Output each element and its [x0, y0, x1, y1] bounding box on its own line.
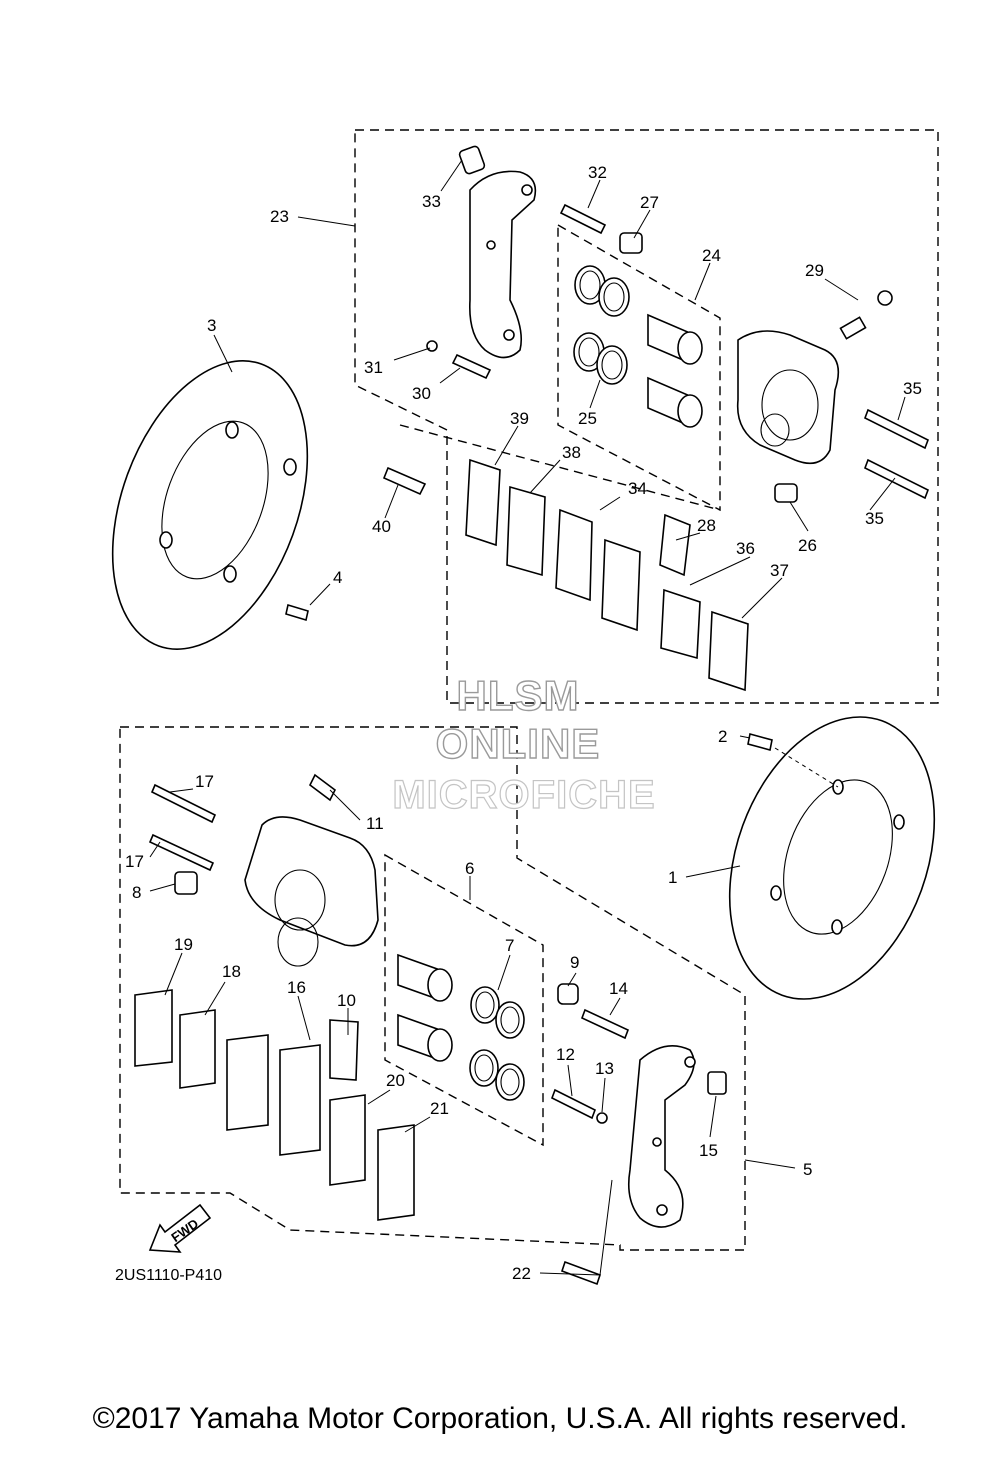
- hardware: [148, 203, 930, 1286]
- callout-8: 8: [132, 883, 141, 902]
- callout-38: 38: [562, 443, 581, 462]
- callout-15: 15: [699, 1141, 718, 1160]
- fwd-arrow-icon: FWD: [148, 1203, 212, 1253]
- callout-1: 1: [668, 868, 677, 887]
- callout-34: 34: [628, 479, 647, 498]
- callout-24: 24: [702, 246, 721, 265]
- brake-disc-lower: [728, 716, 936, 1000]
- watermark-line2: ONLINE: [436, 720, 601, 767]
- callout-26: 26: [798, 536, 817, 555]
- callout-32: 32: [588, 163, 607, 182]
- callout-12: 12: [556, 1045, 575, 1064]
- callout-14: 14: [609, 979, 628, 998]
- callout-28: 28: [697, 516, 716, 535]
- callout-29: 29: [805, 261, 824, 280]
- callout-19: 19: [174, 935, 193, 954]
- callout-37: 37: [770, 561, 789, 580]
- callout-10: 10: [337, 991, 356, 1010]
- callout-17a: 17: [195, 772, 214, 791]
- callout-35a: 35: [903, 379, 922, 398]
- callout-25: 25: [578, 409, 597, 428]
- pads-lower: [134, 989, 415, 1221]
- callout-18: 18: [222, 962, 241, 981]
- callout-30: 30: [412, 384, 431, 403]
- leader-lines: [149, 159, 906, 1276]
- callout-40: 40: [372, 517, 391, 536]
- callout-23: 23: [270, 207, 289, 226]
- caliper-body-upper: [736, 290, 893, 465]
- group-outlines: [119, 129, 939, 1251]
- callout-13: 13: [595, 1059, 614, 1078]
- caliper-bracket-upper: [458, 145, 537, 359]
- caliper-body-lower: [244, 816, 379, 967]
- watermark-line1: HLSM: [457, 672, 580, 719]
- callout-3: 3: [207, 316, 216, 335]
- callout-9: 9: [570, 953, 579, 972]
- pistons-lower: [397, 953, 453, 1062]
- callout-labels: 1 2 3 4 5 6 7 8 9 10 11 12 13 14 15 16 1…: [125, 163, 922, 1283]
- callout-33: 33: [422, 192, 441, 211]
- callout-4: 4: [333, 568, 342, 587]
- callout-2: 2: [718, 727, 727, 746]
- callout-21: 21: [430, 1099, 449, 1118]
- callout-11: 11: [366, 814, 384, 833]
- callout-35b: 35: [865, 509, 884, 528]
- caliper-bracket-lower: [627, 1044, 727, 1228]
- pistons-upper: [647, 313, 703, 428]
- copyright-notice: ©2017 Yamaha Motor Corporation, U.S.A. A…: [92, 1402, 908, 1435]
- callout-17b: 17: [125, 852, 144, 871]
- callout-39: 39: [510, 409, 529, 428]
- callout-6: 6: [465, 859, 474, 878]
- callout-22: 22: [512, 1264, 531, 1283]
- watermark: HLSM ONLINE MICROFICHE: [392, 671, 656, 817]
- callout-27: 27: [640, 193, 659, 212]
- watermark-line3: MICROFICHE: [392, 773, 655, 817]
- diagram-code: 2US1110-P410: [115, 1267, 222, 1284]
- callout-20: 20: [386, 1071, 405, 1090]
- brake-disc-upper: [111, 360, 309, 650]
- seals-lower: [469, 986, 525, 1101]
- callout-31: 31: [364, 358, 383, 377]
- pads-upper: [465, 458, 749, 692]
- callout-16: 16: [287, 978, 306, 997]
- seals-upper: [573, 265, 630, 385]
- callout-36: 36: [736, 539, 755, 558]
- callout-5: 5: [803, 1160, 812, 1179]
- callout-7: 7: [505, 936, 514, 955]
